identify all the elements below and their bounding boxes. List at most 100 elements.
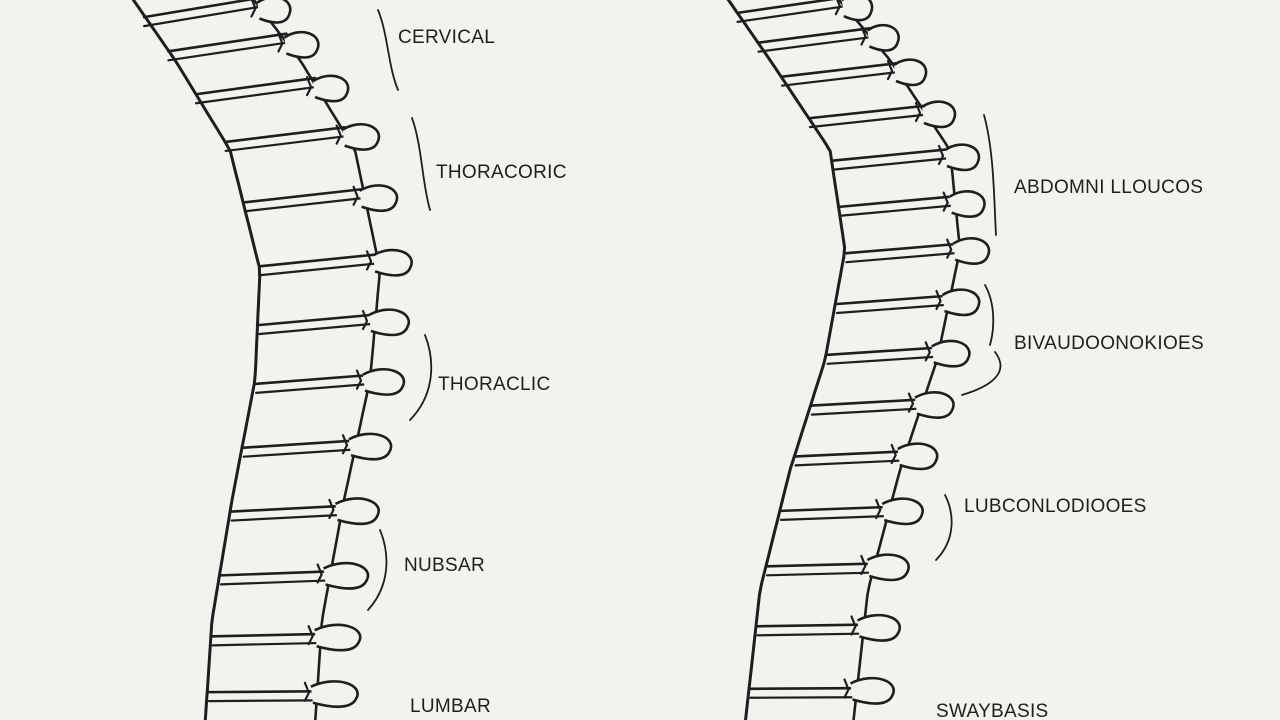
facet-joint bbox=[303, 681, 311, 702]
spinous-process bbox=[914, 391, 955, 419]
vertebra-disc-line bbox=[756, 623, 861, 628]
region-bracket bbox=[961, 351, 1002, 396]
vertebra-disc-line bbox=[243, 197, 363, 213]
spinous-process bbox=[921, 100, 957, 129]
vertebra-disc-line bbox=[794, 450, 902, 458]
right-spine-illustration bbox=[726, 0, 1002, 720]
vertebra-disc-line bbox=[258, 322, 373, 336]
spinous-process bbox=[256, 0, 292, 24]
vertebra-disc-line bbox=[832, 157, 949, 171]
facet-joint bbox=[907, 392, 915, 413]
vertebra-disc-line bbox=[211, 641, 318, 647]
facet-joint bbox=[361, 309, 369, 331]
facet-joint bbox=[335, 124, 342, 145]
vertebra-disc-line bbox=[845, 252, 957, 264]
vertebra-disc-line bbox=[242, 448, 353, 458]
spinous-process bbox=[893, 58, 928, 87]
vertebra-disc-line bbox=[219, 570, 327, 577]
vertebra-disc-line bbox=[810, 407, 919, 416]
region-bracket bbox=[377, 9, 399, 91]
facet-joint bbox=[341, 434, 349, 455]
vertebra-disc-line bbox=[780, 71, 898, 87]
facet-joint bbox=[937, 144, 945, 166]
spine-front-outline bbox=[131, 0, 262, 720]
vertebra-disc-line bbox=[779, 505, 886, 513]
vertebra-disc-line bbox=[749, 686, 854, 691]
vertebra-disc-line bbox=[167, 41, 288, 62]
spinous-process bbox=[849, 676, 895, 705]
vertebra-disc-line bbox=[826, 355, 935, 365]
vertebra-disc-line bbox=[242, 439, 353, 449]
spine-front-outline bbox=[726, 0, 847, 720]
spinous-process bbox=[948, 190, 986, 218]
spinous-process bbox=[334, 497, 380, 526]
vertebra-disc-line bbox=[167, 32, 288, 53]
facet-joint bbox=[328, 498, 335, 519]
vertebra-disc-line bbox=[808, 104, 926, 120]
vertebra-disc-line bbox=[219, 579, 327, 586]
vertebra-disc-line bbox=[779, 515, 886, 521]
spinous-process bbox=[944, 143, 981, 172]
vertebra-disc-line bbox=[143, 5, 261, 28]
vertebra-disc-line bbox=[255, 383, 367, 394]
facet-joint bbox=[875, 498, 882, 520]
vertebra-disc-line bbox=[230, 514, 339, 522]
vertebra-disc-line bbox=[845, 242, 957, 255]
region-bracket bbox=[983, 114, 997, 236]
spinous-process bbox=[283, 31, 320, 59]
facet-joint bbox=[316, 563, 323, 584]
spinous-process bbox=[372, 248, 413, 277]
spine-back-outline bbox=[252, 0, 381, 720]
spinous-process bbox=[348, 432, 393, 461]
vertebra-disc-line bbox=[211, 632, 318, 638]
spinous-process bbox=[856, 613, 902, 642]
label-cervical: CERVICAL bbox=[398, 27, 496, 48]
vertebra-disc-line bbox=[230, 504, 339, 513]
facet-joint bbox=[886, 59, 894, 81]
facet-joint bbox=[352, 185, 359, 206]
region-bracket bbox=[409, 334, 433, 421]
facet-joint bbox=[277, 32, 284, 53]
spinous-process bbox=[314, 623, 362, 652]
facet-joint bbox=[946, 238, 953, 259]
spinous-process bbox=[323, 561, 370, 590]
facet-joint bbox=[942, 191, 949, 212]
spinous-process bbox=[358, 184, 399, 213]
vertebra-disc-line bbox=[224, 126, 346, 144]
vertebra-disc-line bbox=[835, 303, 946, 315]
spinous-process bbox=[310, 680, 359, 709]
vertebra-disc-line bbox=[142, 0, 255, 19]
label-nubsar: NUBSAR bbox=[404, 555, 485, 576]
vertebra-disc-line bbox=[736, 5, 845, 23]
vertebra-disc-line bbox=[756, 632, 861, 637]
spinous-process bbox=[362, 367, 406, 396]
spinous-process bbox=[841, 0, 874, 22]
vertebra-disc-line bbox=[757, 36, 871, 53]
facet-joint bbox=[860, 554, 867, 576]
vertebra-disc-line bbox=[207, 690, 315, 694]
label-thoraclic: THORACLIC bbox=[438, 374, 551, 395]
vertebra-disc-line bbox=[826, 346, 936, 357]
spinous-process bbox=[931, 339, 971, 368]
facet-joint bbox=[355, 369, 363, 390]
vertebra-disc-line bbox=[780, 62, 898, 78]
facet-joint bbox=[890, 443, 897, 465]
vertebra-disc-line bbox=[749, 696, 854, 699]
vertebra-disc-line bbox=[757, 26, 871, 45]
left-spine-illustration bbox=[131, 0, 433, 720]
facet-joint bbox=[914, 101, 922, 123]
vertebra-disc-line bbox=[736, 0, 836, 15]
vertebra-disc-line bbox=[835, 294, 946, 306]
facet-joint bbox=[860, 25, 867, 46]
vertebra-disc-line bbox=[808, 113, 926, 129]
vertebra-disc-line bbox=[224, 135, 346, 153]
facet-joint bbox=[250, 0, 257, 18]
facet-joint bbox=[935, 289, 942, 311]
vertebra-disc-line bbox=[207, 699, 314, 703]
spinous-process bbox=[897, 442, 939, 471]
region-bracket bbox=[935, 494, 953, 561]
label-swaybasis: SWAYBASIS bbox=[936, 701, 1049, 720]
vertebra-disc-line bbox=[839, 204, 953, 217]
label-thoracoric: THORACORIC bbox=[436, 162, 567, 183]
